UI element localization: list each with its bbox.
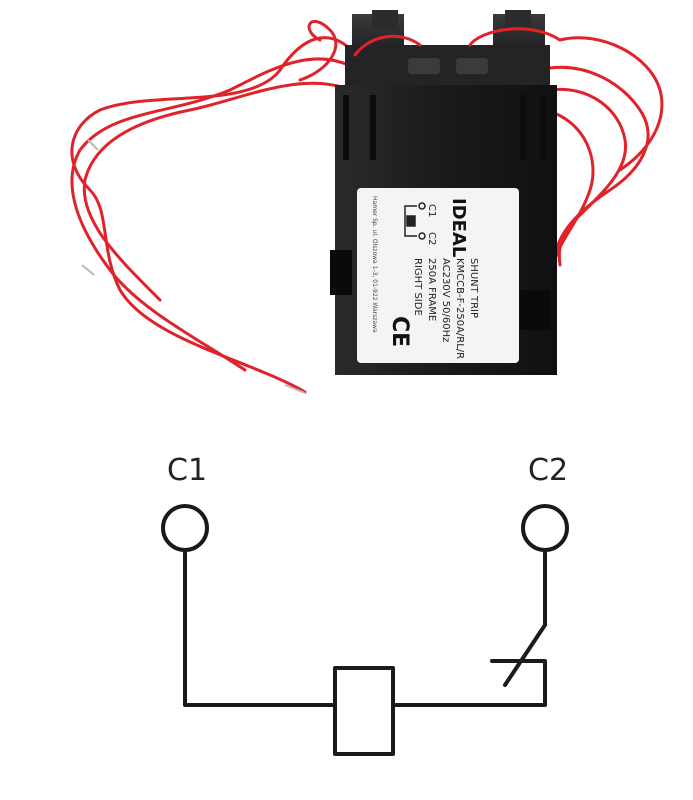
switch-contact: [503, 548, 547, 687]
label-terminal-c2: C2: [426, 232, 437, 245]
coil-symbol: [404, 202, 426, 240]
wire-bottom-right: [391, 659, 547, 707]
terminal-c1-circle: [161, 504, 209, 552]
label-line-1: SHUNT TRIP: [468, 258, 479, 318]
wire-tips: [81, 139, 306, 394]
label-line-2: KMCCB-F-250A/RL/R: [454, 258, 465, 359]
coil-box: [333, 666, 395, 756]
label-brand: IDEAL: [448, 198, 469, 257]
label-line-5: RIGHT SIDE: [412, 258, 423, 316]
label-terminal-c1: C1: [426, 204, 437, 217]
red-wires-front: [353, 27, 562, 57]
terminal-c2-circle: [521, 504, 569, 552]
product-label: C1 C2 IDEAL SHUNT TRIP KMCCB-F-250A/RL/R…: [357, 188, 519, 363]
schematic-label-c1: C1: [167, 453, 207, 488]
label-ce-mark: CE: [387, 316, 412, 347]
wire-left: [183, 548, 337, 707]
product-photo: C1 C2 IDEAL SHUNT TRIP KMCCB-F-250A/RL/R…: [70, 10, 664, 394]
label-footer: Hamer Sp. ul. Olszowa 1-3, 01-922 Warsza…: [371, 196, 378, 333]
wiring-schematic: C1 C2: [161, 453, 569, 756]
red-wires-back: [70, 19, 664, 394]
label-line-3: AC230V 50/60Hz: [440, 258, 451, 342]
label-line-4: 250A FRAME: [426, 258, 437, 321]
schematic-label-c2: C2: [528, 453, 568, 488]
